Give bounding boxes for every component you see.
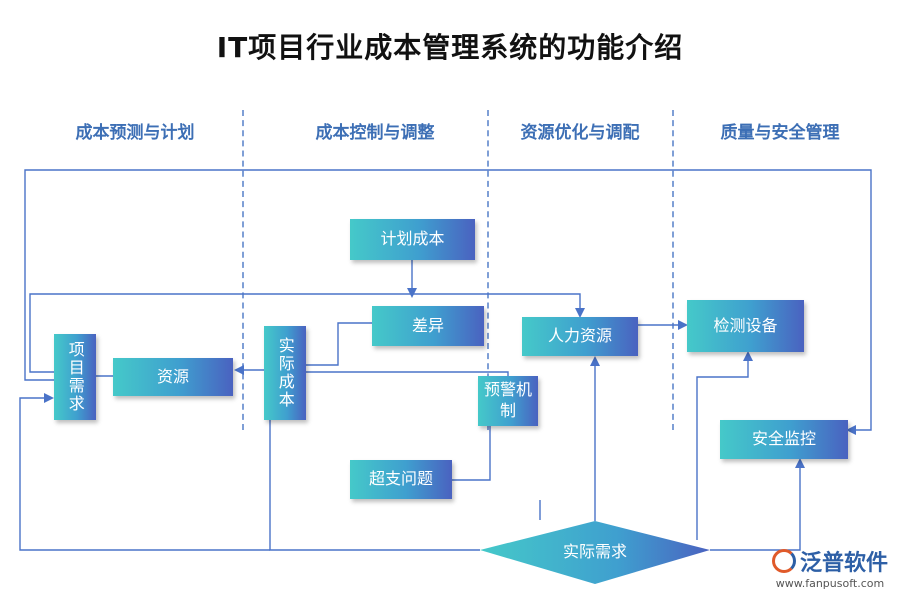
actual-to-warning-line [305, 371, 509, 376]
logo-icon [771, 549, 796, 573]
column-divider-3 [672, 110, 674, 430]
node-actual-cost[interactable]: 实际成本 [264, 326, 306, 420]
actual-demand-diamond [480, 521, 710, 584]
page-title: IT项目行业成本管理系统的功能介绍 [216, 31, 684, 64]
outer-loop-line [24, 169, 872, 435]
demand-to-safety-line [710, 458, 805, 551]
node-actual-demand[interactable]: 实际需求 [562, 542, 627, 561]
node-plan-cost[interactable]: 计划成本 [350, 219, 475, 260]
logo-url: www.fanpusoft.com [775, 577, 885, 590]
column-header-control: 成本控制与调整 [315, 123, 435, 143]
column-header-forecast: 成本预测与计划 [75, 123, 195, 143]
node-resources[interactable]: 资源 [113, 358, 233, 396]
overspend-to-warning-line [452, 426, 491, 481]
demand-to-hr-line [29, 293, 585, 373]
node-warning[interactable]: 预警机制 [478, 376, 538, 426]
node-inspection[interactable]: 检测设备 [687, 300, 804, 352]
node-project-demand[interactable]: 项目需求 [54, 334, 96, 420]
column-header-resource: 资源优化与调配 [520, 123, 640, 143]
column-divider-1 [242, 110, 244, 430]
node-safety[interactable]: 安全监控 [720, 420, 848, 459]
node-human-resources[interactable]: 人力资源 [522, 317, 638, 356]
logo-name: 泛普软件 [799, 551, 888, 576]
demand-to-inspection-line [696, 351, 753, 540]
node-overspend[interactable]: 超支问题 [350, 460, 452, 499]
column-header-quality: 质量与安全管理 [720, 123, 840, 143]
variance-to-actual-line [305, 322, 372, 366]
column-divider-2 [487, 110, 489, 430]
logo: 泛普软件 www.fanpusoft.com [771, 545, 888, 590]
node-variance[interactable]: 差异 [372, 306, 484, 346]
demand-to-project-line [19, 393, 270, 551]
